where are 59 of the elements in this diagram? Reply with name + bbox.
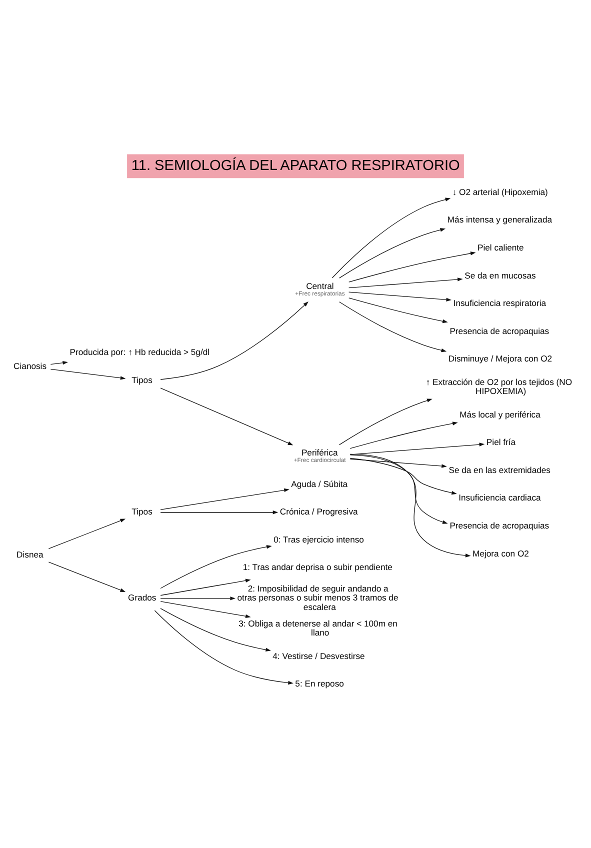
node-text: Periférica <box>301 448 338 458</box>
node-text: Producida por: ↑ Hb reducida > 5g/dl <box>70 347 210 358</box>
arrow <box>154 610 294 685</box>
arrow <box>160 301 308 380</box>
arrow <box>160 545 272 589</box>
arrow <box>160 388 294 446</box>
arrow <box>160 601 251 618</box>
arrow <box>348 252 476 282</box>
arrow <box>50 368 126 380</box>
node-text: Más intensa y generalizada <box>447 214 552 225</box>
node-text: ↑ Extracción de O2 por los tejidos (NO HIPOXEMIA) <box>426 376 572 396</box>
node-text: Piel caliente <box>478 242 524 253</box>
arrow <box>348 292 452 302</box>
arrow <box>332 198 451 278</box>
node-text: 0: Tras ejercicio intenso <box>274 534 364 544</box>
node-text: Mejora con O2 <box>472 548 529 558</box>
arrow <box>350 442 485 455</box>
arrow <box>160 578 251 596</box>
arrow <box>350 458 457 495</box>
arrow <box>48 562 126 592</box>
node-text: Grados <box>128 592 156 603</box>
diagram-title: 11. SEMIOLOGÍA DEL APARATO RESPIRATORIO <box>131 158 460 174</box>
node-text: 2: Imposibilidad de seguir andando a otras personas o subir menos 3 tramos de escalera <box>237 583 398 612</box>
node-text: ↓ O2 arterial (Hipoxemia) <box>452 186 548 197</box>
node-text: Cianosis <box>14 361 47 371</box>
node-text: Se da en las extremidades <box>448 464 550 475</box>
node-text: Se da en mucosas <box>464 270 536 280</box>
arrow <box>160 510 278 514</box>
node-text: Insuficiencia respiratoria <box>453 298 546 308</box>
arrow <box>338 302 447 352</box>
node-text: 4: Vestirse / Desvestirse <box>272 650 365 661</box>
node-text: Disnea <box>16 550 44 560</box>
node-text: Disminuye / Mejora con O2 <box>448 354 552 364</box>
arrow <box>338 398 432 446</box>
node-text: Más local y periférica <box>460 409 540 420</box>
node-text: 5: En reposo <box>295 678 344 689</box>
node-text: Insuficiencia cardiaca <box>458 492 541 503</box>
node-text: Presencia de acropaquias <box>450 520 550 531</box>
node-text: Crónica / Progresiva <box>280 506 358 517</box>
node-text: Presencia de acropaquias <box>450 326 550 336</box>
arrow <box>348 298 448 324</box>
arrow <box>160 488 290 510</box>
arrow <box>350 458 447 468</box>
arrow <box>48 518 126 549</box>
arrow <box>338 228 446 278</box>
arrow <box>160 596 236 600</box>
arrow <box>348 278 463 288</box>
arrow <box>50 360 68 365</box>
arrow <box>350 454 471 558</box>
node-text: Tipos <box>132 506 152 517</box>
arrow <box>350 422 458 449</box>
node-text: 3: Obliga a detenerse al andar < 100m en llano <box>238 618 398 638</box>
node-text: Tipos <box>132 374 152 385</box>
arrow <box>160 608 271 652</box>
node-text: 1: Tras andar deprisa o subir pendiente <box>242 562 392 572</box>
arrow <box>350 454 448 524</box>
node-text: Central <box>306 280 334 291</box>
node-text: Piel fría <box>486 437 516 448</box>
node-text: Aguda / Súbita <box>291 478 348 489</box>
